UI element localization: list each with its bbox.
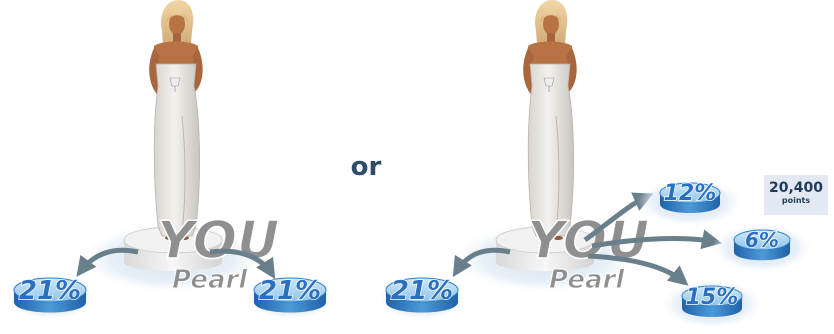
- share-disk: 21%: [246, 275, 334, 320]
- share-arrow: [591, 229, 722, 250]
- share-label: 21%: [259, 276, 321, 306]
- points-unit: points: [781, 196, 811, 205]
- points-badge: 20,400 points: [764, 175, 828, 215]
- woman-figure: [148, 0, 204, 241]
- woman-figure: [522, 0, 578, 241]
- share-arrow: [587, 253, 689, 286]
- share-disk: 21%: [378, 275, 466, 320]
- share-arrow: [76, 247, 139, 277]
- pedestal: [495, 226, 595, 271]
- share-label: 15%: [686, 285, 739, 310]
- share-disk: 12%: [638, 178, 742, 226]
- scenario-right: YOU Pearl 21% 12% 6%: [378, 0, 812, 328]
- points-value: 20,400: [768, 180, 824, 196]
- share-label: 21%: [391, 276, 453, 306]
- share-label: 6%: [745, 228, 779, 252]
- share-disk: 6%: [712, 224, 812, 272]
- pedestal-name-label: Pearl: [549, 265, 625, 295]
- pedestal-name-label: Pearl: [172, 265, 248, 295]
- share-label: 21%: [19, 276, 81, 306]
- share-arrow: [209, 248, 276, 280]
- pedestal: [123, 226, 223, 271]
- share-disk: 15%: [662, 280, 762, 328]
- share-disk: 21%: [6, 275, 94, 320]
- share-arrow: [452, 247, 511, 278]
- scenario-left: YOU Pearl 21% 21%: [6, 0, 334, 320]
- share-label: 12%: [664, 181, 717, 206]
- or-separator: or: [350, 152, 382, 182]
